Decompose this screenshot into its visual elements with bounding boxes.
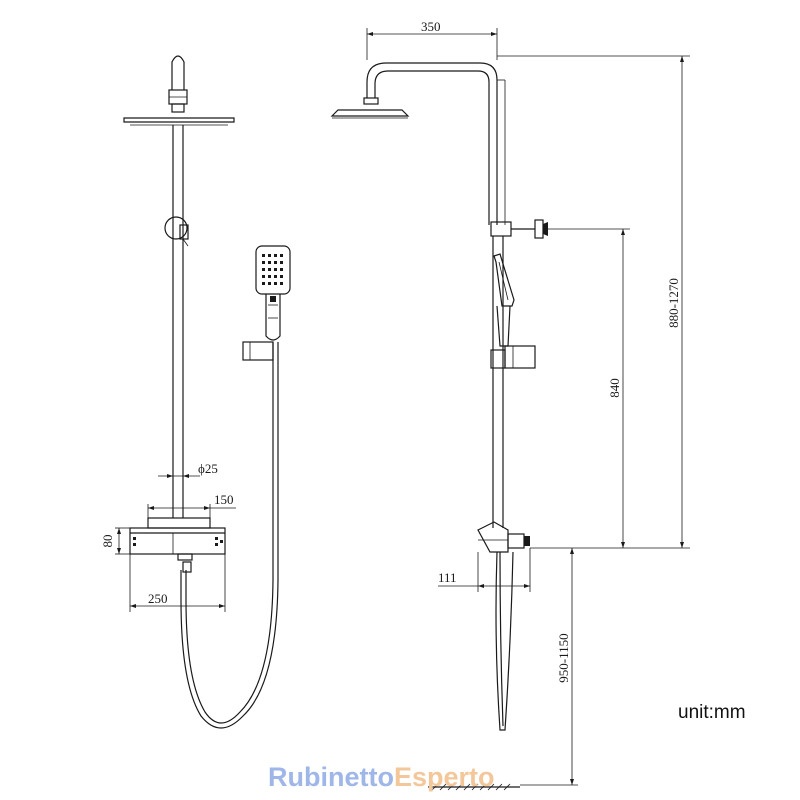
hand-shower-nozzles	[262, 254, 283, 285]
unit-label: unit:mm	[678, 702, 746, 723]
side-dimensions	[366, 28, 690, 791]
install-height-label: 950-1150	[556, 633, 571, 682]
watermark: RubinettoEsperto	[268, 762, 495, 793]
holder-height-label: 840	[607, 378, 622, 398]
mixer-height-label: 80	[100, 535, 115, 548]
watermark-part-2: Esperto	[393, 762, 495, 792]
arm-length-label: 350	[421, 19, 441, 34]
pipe-diameter-label: ϕ25	[198, 461, 218, 476]
slide-height-label: 880-1270	[666, 278, 681, 328]
front-dimensions	[115, 474, 236, 612]
front-view	[123, 55, 291, 729]
watermark-part-1: Rubinetto	[268, 762, 394, 792]
mixer-buttons	[133, 537, 223, 546]
wall-offset-label: 111	[438, 570, 457, 585]
mixer-spacing-label: 150	[214, 492, 234, 507]
side-view	[330, 62, 548, 731]
mixer-width-label: 250	[148, 591, 168, 606]
